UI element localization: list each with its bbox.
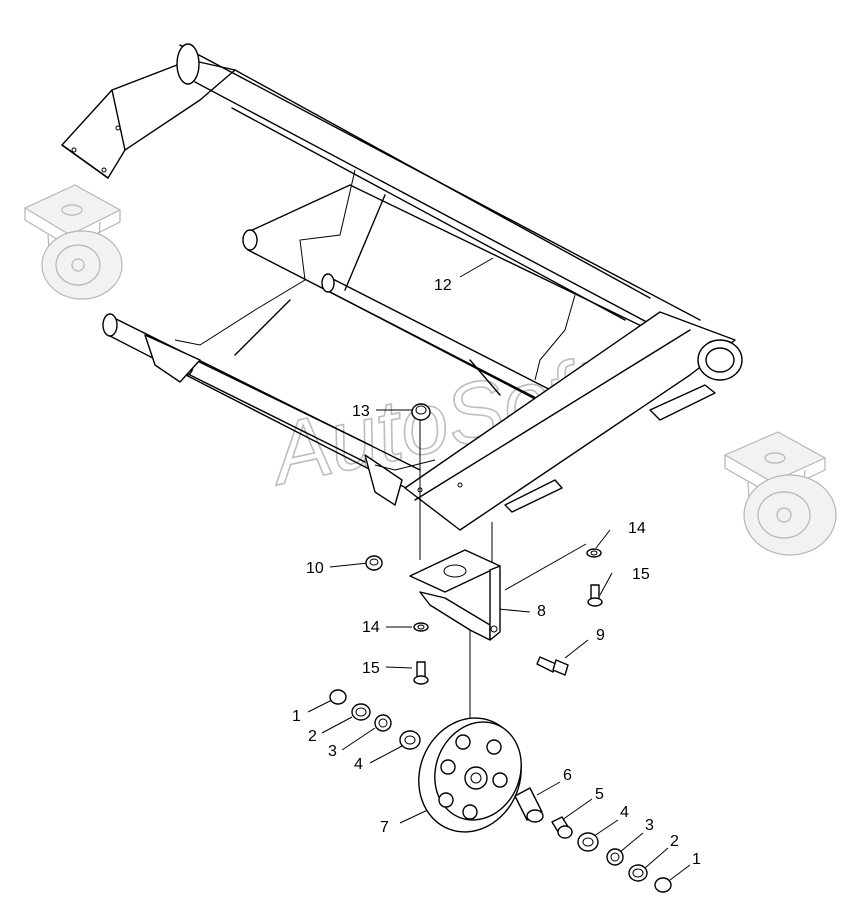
- washer-3-right: [606, 848, 624, 866]
- callout-15-right: 15: [632, 566, 650, 583]
- bushing-5: [551, 816, 573, 839]
- callout-10: 10: [306, 560, 324, 577]
- bolt-15-right: [587, 584, 603, 607]
- bearing-4-left: [399, 730, 421, 750]
- callout-5: 5: [595, 786, 604, 803]
- callout-12: 12: [434, 277, 452, 294]
- bolt-15-left: [413, 661, 429, 685]
- caster-logo-left: [23, 184, 123, 300]
- bearing-4-right: [577, 832, 599, 852]
- callout-1-left: 1: [292, 708, 301, 725]
- frame-assembly: [61, 43, 743, 531]
- nut-10: [365, 555, 383, 571]
- callout-14-right: 14: [628, 520, 646, 537]
- callout-4-right: 4: [620, 804, 629, 821]
- nut-13: [411, 403, 431, 421]
- caster-logo-right: [723, 431, 837, 556]
- callout-7: 7: [380, 819, 389, 836]
- callout-6: 6: [563, 767, 572, 784]
- callout-3-right: 3: [645, 817, 654, 834]
- callout-9: 9: [596, 627, 605, 644]
- callout-2-right: 2: [670, 833, 679, 850]
- ring-2-left: [351, 703, 371, 721]
- callout-3-left: 3: [328, 743, 337, 760]
- cap-1-right: [654, 877, 672, 893]
- callout-13: 13: [352, 403, 370, 420]
- ring-2-right: [628, 864, 648, 882]
- spacer-6: [514, 787, 544, 823]
- callout-14-left: 14: [362, 619, 380, 636]
- callout-1-right: 1: [692, 851, 701, 868]
- wheel-7: [418, 717, 522, 833]
- washer-3-left: [374, 714, 392, 732]
- leader-lines: [307, 257, 691, 881]
- washer-14-left: [413, 622, 429, 632]
- callout-2-left: 2: [308, 728, 317, 745]
- callout-8: 8: [537, 603, 546, 620]
- callout-15-left: 15: [362, 660, 380, 677]
- callout-labels: 12 13 14 15 10 8 14 9 15 1 2 3 4 6 5 4 3…: [292, 277, 701, 868]
- washer-14-right: [586, 548, 602, 558]
- callout-4-left: 4: [354, 756, 363, 773]
- caster-bracket-8: [409, 549, 501, 641]
- cap-1-left: [329, 689, 347, 705]
- bolt-9: [536, 656, 569, 676]
